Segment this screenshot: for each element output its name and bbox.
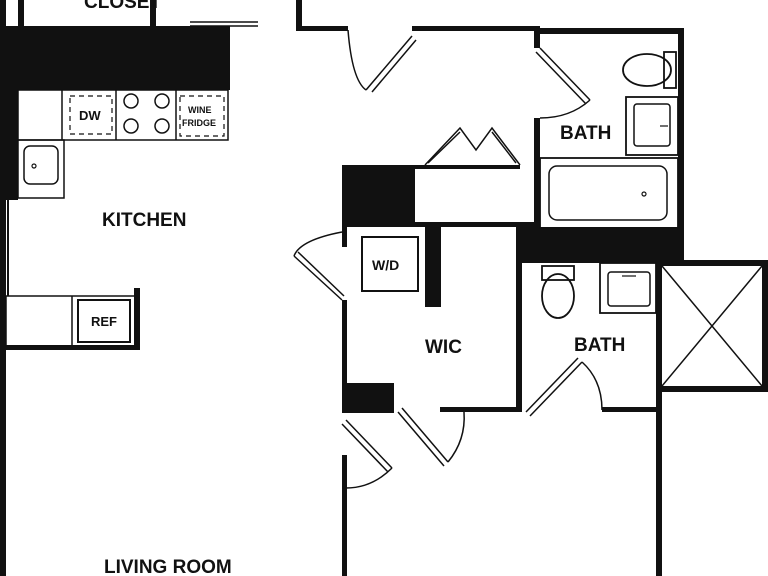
lower-toilet-icon	[541, 265, 575, 319]
bathtub-icon	[539, 157, 679, 229]
dishwasher-outline	[69, 95, 113, 135]
doors	[293, 29, 603, 489]
room-label-bath-lower: BATH	[574, 335, 625, 356]
fixture-label-refrigerator: REF	[91, 314, 117, 329]
counters	[5, 89, 229, 347]
wine-fridge-outline	[179, 95, 225, 137]
washer-dryer-outline	[361, 236, 419, 292]
kitchen-sink-icon	[23, 145, 59, 185]
room-label-kitchen: KITCHEN	[102, 210, 186, 231]
fixture-label-washer-dryer: W/D	[372, 257, 399, 273]
closet-x-icon	[661, 265, 763, 387]
fixture-label-dishwasher: DW	[79, 108, 101, 123]
fixture-label-wine: WINE	[188, 105, 212, 115]
cooktop-icon	[123, 93, 170, 134]
room-label-living-room: LIVING ROOM	[104, 557, 232, 576]
lower-sink-icon	[599, 262, 657, 314]
refrigerator-outline	[77, 299, 131, 343]
upper-sink-icon	[625, 96, 679, 156]
room-label-wic: WIC	[425, 337, 462, 358]
room-label-bath-upper: BATH	[560, 123, 611, 144]
upper-toilet-icon	[622, 51, 677, 89]
room-label-closet: CLOSET	[84, 0, 161, 13]
fixture-label-fridge: FRIDGE	[182, 118, 216, 128]
